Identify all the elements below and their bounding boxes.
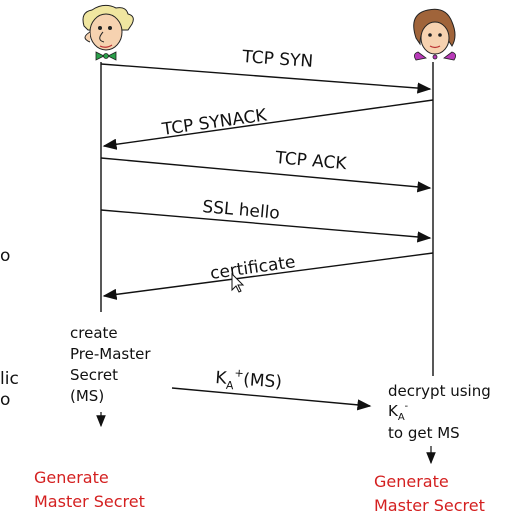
edge-fragment-1: o — [0, 246, 10, 266]
encrypted-pms-arrow — [171, 387, 372, 411]
tcp-synack-arrow — [102, 99, 434, 150]
right-note-key: KA- — [388, 401, 408, 423]
right-generate-line-1: Generate — [374, 472, 449, 491]
left-generate-line-2: Master Secret — [34, 492, 145, 511]
left-generate-line-1: Generate — [34, 468, 109, 487]
decrypt-note: decrypt using KA- to get MS — [388, 382, 491, 442]
encrypted-pms-label: KA+(MS) — [214, 365, 282, 396]
left-note-line-2: Pre-Master — [70, 345, 151, 363]
create-pms-note: create Pre-Master Secret (MS) — [70, 324, 151, 405]
left-note-line-1: create — [70, 324, 118, 342]
tcp-syn-label: TCP SYN — [241, 47, 314, 72]
tcp-ack-arrow — [100, 157, 432, 193]
certificate-label: certificate — [209, 252, 297, 284]
right-note-line-3: to get MS — [388, 424, 460, 442]
left-note-line-4: (MS) — [70, 387, 104, 405]
certificate-arrow — [102, 252, 434, 300]
tcp-ack-label: TCP ACK — [274, 148, 349, 174]
right-generate-line-2: Master Secret — [374, 496, 485, 515]
edge-fragment-2: lic — [0, 369, 19, 389]
tcp-syn-arrow — [100, 63, 432, 94]
edge-fragment-3: o — [0, 390, 10, 410]
tcp-synack-label: TCP SYNACK — [160, 105, 269, 140]
left-note-line-3: Secret — [70, 366, 118, 384]
right-note-line-1: decrypt using — [388, 382, 491, 400]
ssl-hello-arrow — [100, 209, 432, 243]
bob-cartoon-icon — [413, 8, 456, 61]
mouse-cursor-icon — [231, 272, 245, 293]
alice-cartoon-icon — [82, 4, 134, 61]
